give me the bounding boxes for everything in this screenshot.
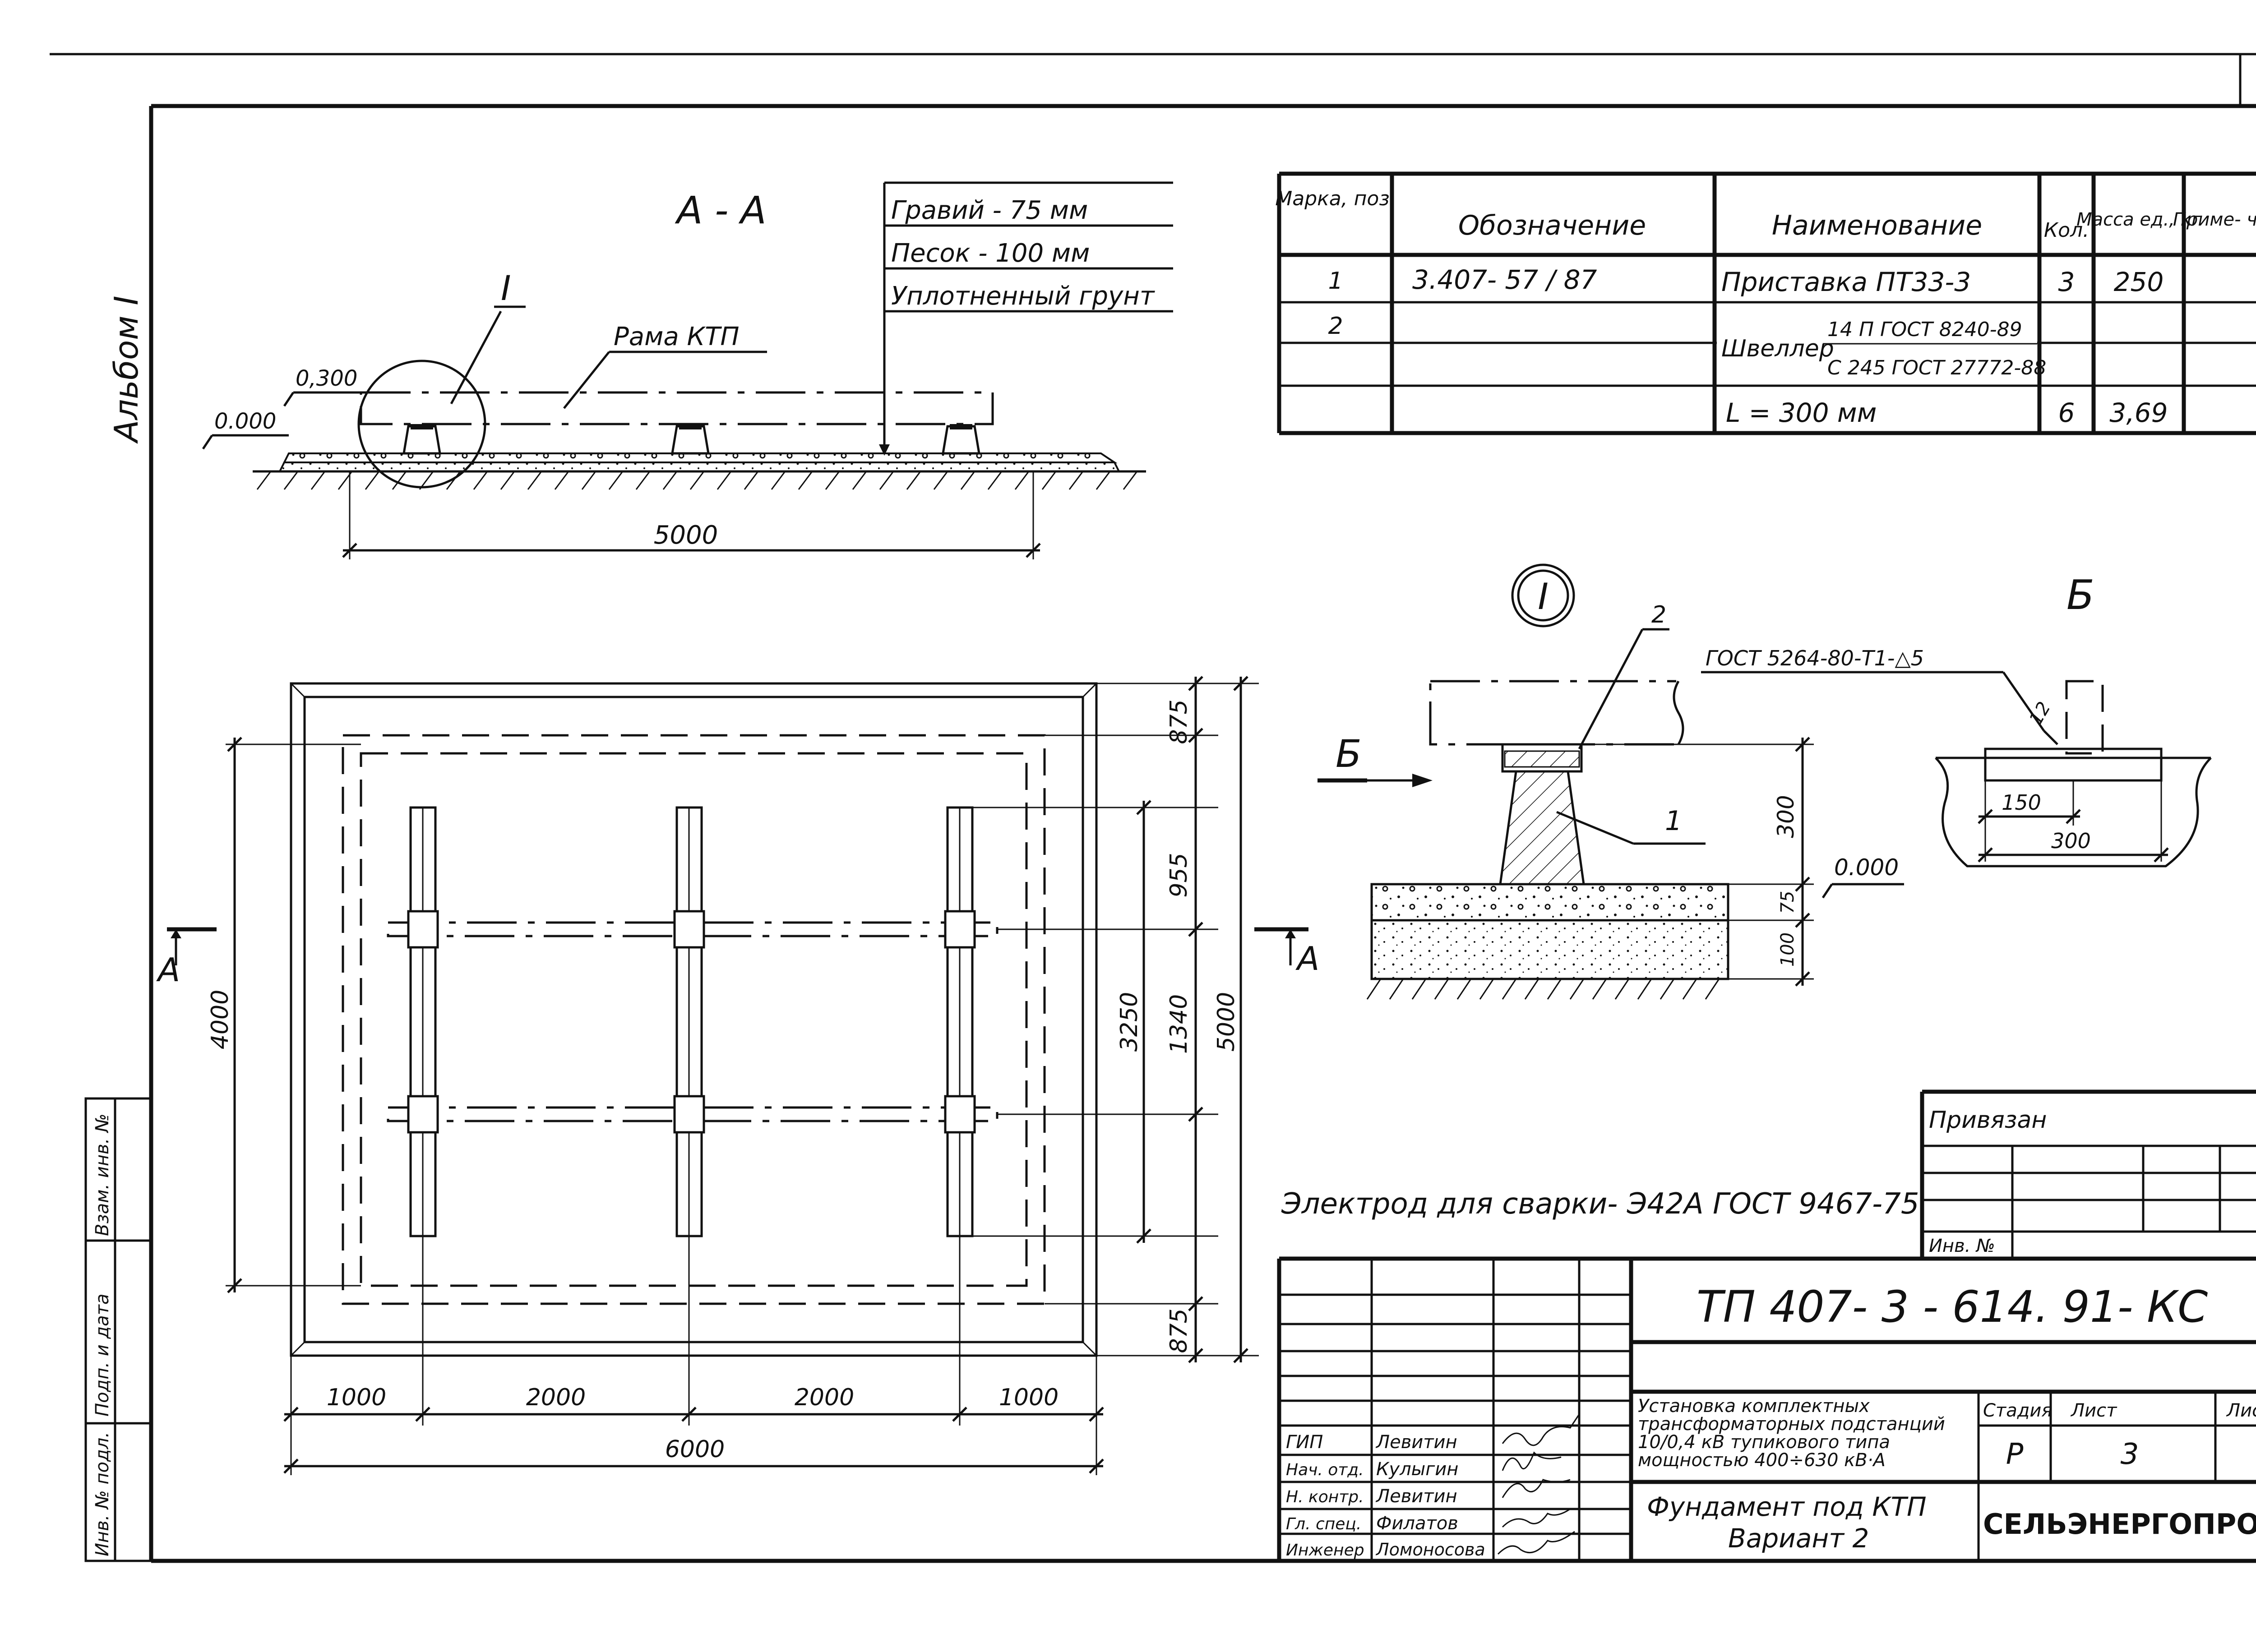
company-name: СЕЛЬЭНЕРГОПРОЕКТ	[1983, 1508, 2256, 1541]
title-block: ТП 407- 3 - 614. 91- КС Установка компле…	[1277, 1256, 2256, 1561]
dim-5000-aa: 5000	[654, 521, 718, 550]
binding-box: Привязан Инв. №	[1920, 1089, 2256, 1261]
detail-level: 0.000	[1834, 854, 1899, 881]
section-aa: А - А Гравий - 75 мм Песок - 100 мм Упло…	[202, 181, 1173, 559]
dim-2000-left: 2000	[526, 1384, 586, 1411]
signatures	[1497, 1414, 1580, 1555]
level-zero-aa: 0.000	[214, 409, 276, 434]
dim-955: 955	[1165, 853, 1193, 897]
th-mass: Масса ед., кг	[2076, 209, 2201, 230]
plan-view: А А 875 955 1340 875	[156, 676, 1319, 1475]
row3-mass: 3,69	[2109, 397, 2168, 428]
detail-b-dim-300: 300	[2051, 829, 2091, 853]
th-name: Наименование	[1772, 210, 1982, 241]
dim-875-top: 875	[1165, 699, 1193, 744]
detail-i-label: I	[1538, 576, 1549, 618]
row3-qty: 6	[2058, 397, 2075, 428]
person-name-2: Левитин	[1375, 1486, 1457, 1507]
detail-b: Б 12 150 300	[1935, 572, 2212, 868]
row2-name-bottom: С 245 ГОСТ 27772-88	[1827, 356, 2046, 379]
desc-line-3: 10/0,4 кВ тупикового типа	[1638, 1432, 1890, 1453]
weld-note: ГОСТ 5264-80-Т1-△5	[1706, 646, 1924, 670]
desc-line-2: трансформаторных подстанций	[1638, 1414, 1945, 1435]
level-top: 0,300	[296, 366, 357, 391]
person-name-1: Кулыгин	[1376, 1459, 1458, 1480]
dim-2000-right: 2000	[795, 1384, 854, 1411]
person-role-1: Нач. отд.	[1286, 1461, 1364, 1479]
layer-sand: Песок - 100 мм	[891, 239, 1090, 268]
weld-leg: 12	[2025, 698, 2055, 729]
row2-name-top: 14 П ГОСТ 8240-89	[1827, 318, 2022, 341]
binding-inv: Инв. №	[1929, 1236, 1995, 1256]
row1-pos: 1	[1328, 268, 1343, 295]
subject-line-1: Фундамент под КТП	[1647, 1491, 1927, 1522]
section-mark-left: А	[156, 951, 180, 989]
row1-name: Приставка ПТ33-3	[1721, 267, 1971, 297]
person-role-0: ГИП	[1286, 1432, 1323, 1453]
layer-gravel: Гравий - 75 мм	[891, 196, 1088, 225]
person-name-3: Филатов	[1376, 1513, 1458, 1534]
row1-designation: 3.407- 57 / 87	[1412, 264, 1597, 295]
section-aa-title: А - А	[675, 188, 767, 232]
person-role-4: Инженер	[1286, 1541, 1364, 1560]
stamp-vzam-inv: Взам. инв. №	[92, 1113, 113, 1236]
row1-mass: 250	[2114, 267, 2164, 297]
subject-line-2: Вариант 2	[1728, 1523, 1869, 1554]
callout-i: I	[501, 268, 511, 308]
side-stamp: Инв. № подл. Подп. и дата Взам. инв. №	[84, 1097, 153, 1562]
dim-3250: 3250	[1116, 992, 1143, 1052]
detail-b-dim-150: 150	[2002, 790, 2041, 815]
dim-1000-right: 1000	[999, 1384, 1059, 1411]
th-mark: Марка, поз.	[1275, 187, 1396, 210]
dim-1000-left: 1000	[327, 1384, 386, 1411]
person-role-2: Н. контр.	[1286, 1488, 1364, 1506]
row2-pos: 2	[1328, 313, 1343, 340]
binding-title: Привязан	[1929, 1107, 2047, 1134]
ground-hatch-aa	[256, 471, 1138, 490]
row2-name: Швеллер	[1721, 335, 1834, 362]
th-qty: Кол.	[2044, 219, 2089, 242]
leader-1: 1	[1665, 805, 1682, 837]
person-name-0: Левитин	[1375, 1432, 1457, 1453]
stage-value: Р	[2006, 1438, 2024, 1471]
detail-dim-300: 300	[1773, 795, 1799, 838]
th-designation: Обозначение	[1458, 210, 1646, 241]
th-note: Приме- чание	[2173, 209, 2256, 230]
sheet-frame: 1	[50, 53, 2256, 1563]
dim-4000: 4000	[207, 990, 234, 1049]
detail-i: I	[1318, 563, 2058, 1000]
frame-label: Рама КТП	[614, 322, 740, 351]
detail-b-title: Б	[2066, 572, 2094, 619]
desc-line-1: Установка комплектных	[1638, 1396, 1870, 1417]
sheet-value: 3	[2121, 1438, 2139, 1471]
title-code: ТП 407- 3 - 614. 91- КС	[1697, 1282, 2208, 1332]
row3-name: L = 300 мм	[1726, 397, 1877, 428]
person-role-3: Гл. спец.	[1286, 1515, 1361, 1533]
sheet-header: Лист	[2070, 1400, 2117, 1421]
spec-table: Марка, поз. Обозначение Наименование Кол…	[1275, 171, 2256, 435]
dim-6000: 6000	[665, 1436, 725, 1463]
section-mark-right: А	[1295, 940, 1319, 978]
dim-875-bottom: 875	[1165, 1308, 1193, 1353]
stamp-inv-podl: Инв. № подл.	[92, 1432, 113, 1556]
sheets-header: Листов	[2226, 1400, 2256, 1421]
electrode-note: Электрод для сварки- Э42А ГОСТ 9467-75	[1281, 1187, 1919, 1221]
dim-5000-plan: 5000	[1213, 992, 1240, 1052]
person-name-4: Ломоносова	[1375, 1540, 1485, 1560]
dim-1340: 1340	[1165, 994, 1193, 1054]
layer-soil: Уплотненный грунт	[891, 281, 1155, 311]
detail-dim-75: 75	[1777, 891, 1798, 914]
desc-line-4: мощностью 400÷630 кВ·А	[1638, 1450, 1886, 1471]
album-label: Альбом I	[107, 295, 145, 444]
detail-dim-100: 100	[1777, 932, 1798, 967]
row1-qty: 3	[2058, 267, 2075, 297]
stage-header: Стадия	[1983, 1400, 2052, 1421]
leader-2: 2	[1651, 601, 1666, 628]
arrow-b-label: Б	[1336, 732, 1362, 776]
stamp-podp-data: Подп. и дата	[92, 1294, 113, 1417]
